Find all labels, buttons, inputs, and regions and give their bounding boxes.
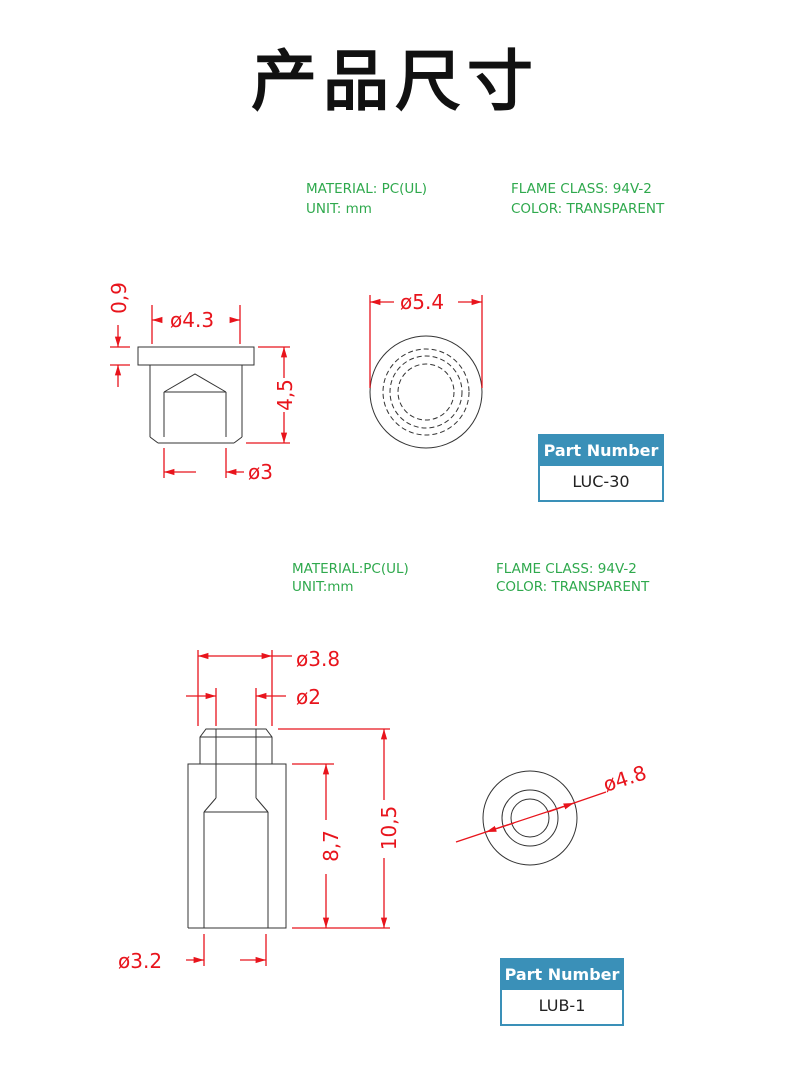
dim-label: 4,5 [273,379,297,411]
flame-class-spec: FLAME CLASS: 94V-2 [511,181,652,197]
dim-label: 8,7 [319,830,343,862]
flame-class-spec: FLAME CLASS: 94V-2 [496,561,637,577]
page-title: 产品尺寸 [251,43,539,120]
dim-label: ø2 [296,685,321,709]
dim-label: 10,5 [377,806,401,851]
luc30-side-view [137,346,255,444]
lub1-top-dimensions [455,791,607,843]
dim-label: ø4.3 [170,308,214,332]
lub1-top-view [482,770,578,866]
unit-spec: UNIT: mm [306,201,372,217]
material-spec: MATERIAL:PC(UL) [292,561,409,577]
dim-label: 0,9 [107,282,131,314]
unit-spec: UNIT:mm [292,579,354,595]
dim-label: ø3.2 [118,949,162,973]
part-number-header: Part Number [502,960,622,990]
lub1-side-dimensions [186,650,390,966]
color-spec: COLOR: TRANSPARENT [496,579,650,595]
luc30-side-dimensions [110,305,290,478]
dim-label: ø4.8 [600,760,649,796]
dim-label: ø3 [248,460,273,484]
part-number-box: Part Number LUB-1 [500,958,624,1026]
dim-label: ø3.8 [296,647,340,671]
part-number-value: LUC-30 [572,472,630,491]
luc30-top-view [369,335,483,449]
lub1-side-view [187,728,287,929]
material-spec: MATERIAL: PC(UL) [306,181,428,197]
dim-label: ø5.4 [400,290,444,314]
luc30-top-dimensions [369,295,483,388]
part-number-box: Part Number LUC-30 [538,434,664,502]
part-number-value: LUB-1 [538,996,586,1015]
color-spec: COLOR: TRANSPARENT [511,201,665,217]
part-number-header: Part Number [540,436,662,466]
